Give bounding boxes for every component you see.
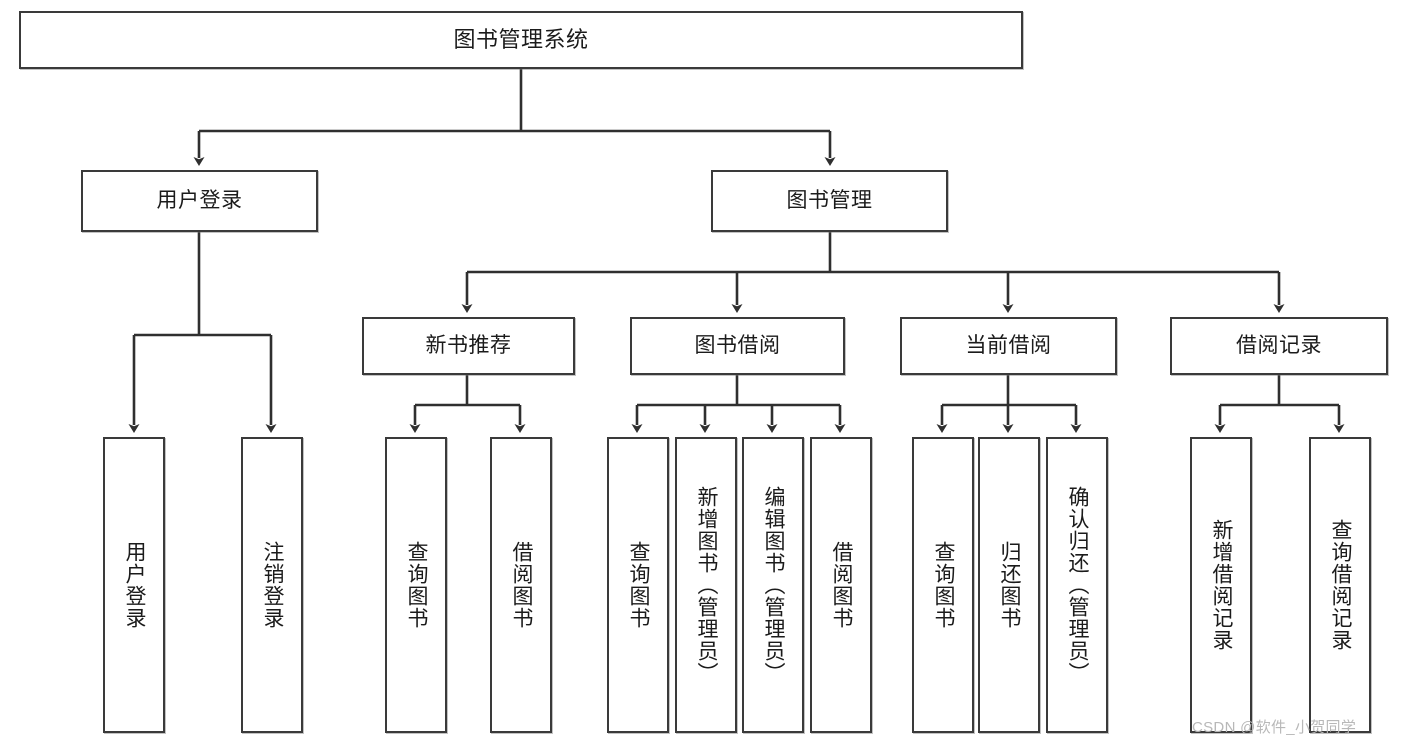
csdn-watermark: CSDN @软件_小贺同学 [1192, 719, 1357, 736]
leaf-add-borrow-record[interactable]: 新增借阅记录 [1190, 437, 1252, 733]
leaf-return-book[interactable]: 归还图书 [978, 437, 1040, 733]
node-label: 查询图书 [627, 541, 651, 629]
node-label: 借阅图书 [830, 541, 854, 629]
node-label: 借阅记录 [1236, 333, 1322, 357]
node-label: 查询图书 [405, 541, 429, 629]
leaf-add-book-admin[interactable]: 新增图书（管理员） [675, 437, 737, 733]
leaf-query-borrow-record[interactable]: 查询借阅记录 [1309, 437, 1371, 733]
node-label: 查询图书 [932, 541, 956, 629]
node-label: 图书管理系统 [453, 27, 589, 53]
node-label: 确认归还（管理员） [1066, 486, 1090, 684]
node-current-borrow[interactable]: 当前借阅 [900, 317, 1117, 375]
node-label: 图书管理 [786, 188, 873, 212]
leaf-query-book-current[interactable]: 查询图书 [912, 437, 974, 733]
node-borrow-record[interactable]: 借阅记录 [1170, 317, 1388, 375]
node-label: 新增借阅记录 [1210, 519, 1234, 651]
leaf-query-book-borrow[interactable]: 查询图书 [607, 437, 669, 733]
node-user-login[interactable]: 用户登录 [81, 170, 318, 232]
node-label: 注销登录 [261, 541, 285, 629]
leaf-borrow-book[interactable]: 借阅图书 [810, 437, 872, 733]
node-book-management[interactable]: 图书管理 [711, 170, 948, 232]
leaf-user-login[interactable]: 用户登录 [103, 437, 165, 733]
node-root-book-management-system[interactable]: 图书管理系统 [19, 11, 1023, 69]
leaf-confirm-return-admin[interactable]: 确认归还（管理员） [1046, 437, 1108, 733]
node-label: 用户登录 [156, 188, 243, 212]
node-new-book-recommend[interactable]: 新书推荐 [362, 317, 575, 375]
node-label: 新书推荐 [425, 333, 512, 357]
leaf-logout[interactable]: 注销登录 [241, 437, 303, 733]
node-label: 借阅图书 [510, 541, 534, 629]
leaf-edit-book-admin[interactable]: 编辑图书（管理员） [742, 437, 804, 733]
node-label: 查询借阅记录 [1329, 519, 1353, 651]
leaf-borrow-book-recommend[interactable]: 借阅图书 [490, 437, 552, 733]
node-label: 用户登录 [123, 541, 147, 629]
node-book-borrow[interactable]: 图书借阅 [630, 317, 845, 375]
node-label: 归还图书 [998, 541, 1022, 629]
node-label: 图书借阅 [694, 333, 781, 357]
leaf-query-book-recommend[interactable]: 查询图书 [385, 437, 447, 733]
node-label: 编辑图书（管理员） [762, 486, 786, 684]
node-label: 当前借阅 [965, 333, 1052, 357]
node-label: 新增图书（管理员） [695, 486, 719, 684]
